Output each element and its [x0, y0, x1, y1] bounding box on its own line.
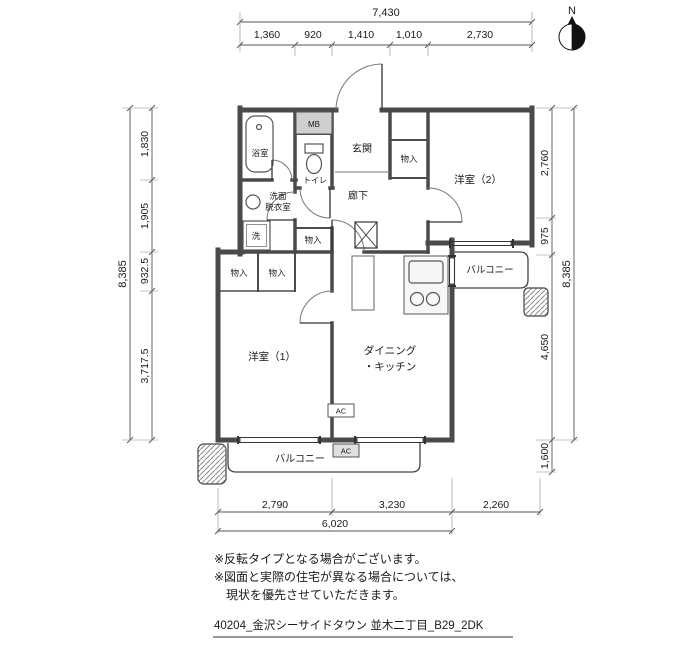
right-balcony-railing — [452, 251, 529, 289]
dimension-left: 8,385 1,830 1,905 932.5 3,717.5 — [117, 104, 158, 444]
western2-door-arc — [427, 187, 463, 223]
bath-door-arc — [271, 159, 293, 181]
ac-indoor-box — [327, 403, 355, 418]
tick — [328, 508, 336, 516]
duct-box-cross — [354, 221, 378, 249]
dim-right-seg: 2,760 — [539, 150, 551, 176]
note-line: 現状を優先させていただきます。 — [214, 588, 405, 602]
room-label-hallway: 廊下 — [348, 189, 368, 202]
tick — [448, 527, 456, 535]
doors — [266, 63, 463, 324]
room-label-dk: ・キッチン — [364, 361, 417, 373]
washer-box-inner — [246, 224, 267, 247]
room-label-western1: 洋室（1） — [248, 350, 296, 363]
dim-left-seg: 3,717.5 — [139, 348, 151, 383]
stairwell-hatch-block — [197, 443, 227, 485]
dim-right-seg: 975 — [539, 227, 551, 245]
north-label: N — [568, 5, 576, 17]
bottom-balcony-railing — [227, 443, 421, 473]
room-label-closet: 物入 — [230, 268, 248, 278]
dk-door-arc — [331, 219, 365, 253]
bathtub-drain — [255, 123, 263, 131]
room-labels: 浴室 MB トイレ 玄関 物入 洋室（2） 洗面 脱衣室 洗 廊下 物入 バルコ… — [230, 120, 513, 465]
dim-left-total: 8,385 — [117, 260, 129, 288]
dimension-top: 7,430 1,360 920 1,410 1,010 2,730 — [236, 7, 536, 56]
kitchen-sink — [408, 260, 444, 284]
dim-left-seg: 932.5 — [139, 258, 151, 284]
ac-outdoor-box — [332, 443, 360, 458]
kitchen-counter — [403, 255, 449, 315]
stove-burner — [425, 291, 441, 307]
room-label-bath: 浴室 — [251, 148, 269, 158]
room-label-balcony-right: バルコニー — [466, 265, 513, 276]
meter-box — [295, 111, 333, 135]
label-ac-indoor: AC — [336, 407, 347, 416]
fixtures — [242, 111, 449, 458]
room-label-closet: 物入 — [268, 268, 286, 278]
toilet-bowl — [305, 153, 323, 175]
dim-bottom-seg: 2,790 — [262, 499, 288, 511]
bathtub — [245, 115, 274, 173]
dim-top-seg: 1,360 — [254, 29, 280, 41]
tick — [236, 41, 244, 49]
room-label-mb: MB — [308, 120, 320, 129]
room-label-balcony-bottom: バルコニー — [275, 453, 325, 465]
windows — [237, 239, 514, 444]
balconies — [197, 251, 549, 485]
dim-left-seg: 1,830 — [139, 131, 151, 157]
walls — [215, 105, 535, 443]
dimension-right: 2,760 975 4,650 1,600 8,385 — [536, 104, 578, 476]
north-compass: N — [558, 5, 586, 51]
dim-top-seg: 1,410 — [348, 29, 374, 41]
washer-box — [242, 220, 271, 251]
toilet-door-arc — [299, 187, 331, 219]
room-label-washroom: 洗面 — [269, 191, 287, 201]
refrigerator-space — [351, 255, 375, 311]
dim-right-total: 8,385 — [561, 260, 573, 288]
western1-door-arc — [299, 290, 333, 324]
dim-top-total: 7,430 — [372, 7, 400, 19]
room-label-washroom: 脱衣室 — [265, 202, 291, 212]
washbasin — [245, 194, 261, 210]
dim-right-seg: 4,650 — [539, 334, 551, 360]
tick — [536, 508, 544, 516]
entrance-door-arc — [335, 63, 383, 111]
notes-block: ※反転タイプとなる場合がございます。 ※図面と実際の住宅が異なる場合については、… — [213, 551, 513, 638]
north-arrow-icon — [568, 16, 576, 24]
duct-box — [354, 221, 378, 249]
dim-right-seg: 1,600 — [539, 443, 551, 469]
dim-bottom-seg: 3,230 — [379, 499, 405, 511]
room-label-closet: 物入 — [304, 235, 322, 245]
dimension-bottom: 2,790 3,230 2,260 6,020 — [214, 478, 544, 535]
footer-text: 40204_金沢シーサイドタウン 並木二丁目_B29_2DK — [214, 618, 484, 632]
room-label-toilet: トイレ — [303, 176, 327, 185]
dim-left-seg: 1,905 — [139, 203, 151, 229]
dim-bottom-seg: 2,260 — [483, 499, 509, 511]
compass-needle-icon — [572, 24, 585, 50]
note-line: ※図面と実際の住宅が異なる場合については、 — [214, 569, 463, 584]
tick — [214, 527, 222, 535]
room-label-closet: 物入 — [400, 154, 418, 164]
dim-top-seg: 920 — [304, 29, 322, 41]
tick — [214, 508, 222, 516]
stove-burner — [409, 291, 425, 307]
room-label-washer: 洗 — [252, 231, 261, 241]
room-label-entrance: 玄関 — [352, 142, 372, 155]
tick — [448, 508, 456, 516]
tick — [528, 41, 536, 49]
dim-top-seg: 2,730 — [467, 29, 493, 41]
washroom-door-arc — [266, 191, 296, 221]
note-line: ※反転タイプとなる場合がございます。 — [214, 551, 427, 566]
room-label-dk: ダイニング — [364, 344, 417, 357]
label-ac-outdoor: AC — [341, 447, 352, 456]
stairwell-hatch-block — [523, 287, 549, 317]
room-label-western2: 洋室（2） — [454, 173, 502, 186]
dim-top-seg: 1,010 — [396, 29, 422, 41]
toilet-tank — [304, 143, 324, 154]
dim-bottom-total: 6,020 — [322, 518, 348, 530]
